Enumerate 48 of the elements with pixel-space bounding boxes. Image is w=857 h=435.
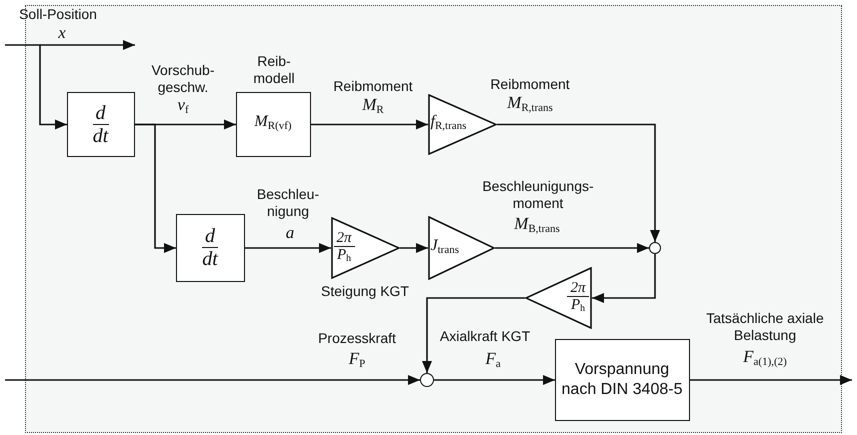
gain-triangle xyxy=(524,266,592,328)
signal-arrow xyxy=(245,243,331,253)
fraction-label: 2π P$_{h}$ xyxy=(567,280,588,316)
summing-junction xyxy=(648,242,660,254)
signal-arrow xyxy=(5,44,67,130)
signal-symbol: M$_{R,trans}$ xyxy=(506,94,554,116)
signal-symbol: F$_{a}$ xyxy=(484,350,502,372)
block-caption: Steigung KGT xyxy=(320,282,410,300)
math-label: J$_{trans}$ xyxy=(430,236,459,258)
gain-triangle xyxy=(428,94,496,154)
signal-label: Vorschub- geschw. xyxy=(150,62,216,96)
block-box xyxy=(176,214,244,282)
signal-arrow xyxy=(592,254,656,303)
signal-arrow xyxy=(400,243,428,253)
signal-arrow xyxy=(311,120,428,130)
signal-label: Reibmoment xyxy=(332,78,414,95)
fraction-label: 2π P$_{h}$ xyxy=(334,230,355,266)
block-title: Reib- modell xyxy=(252,52,296,86)
signal-arrow xyxy=(495,243,649,253)
summing-junction xyxy=(420,372,434,386)
fraction-label: d dt xyxy=(202,225,218,270)
block-box xyxy=(66,92,134,156)
signal-symbol: F$_{a(1),(2)}$ xyxy=(742,348,788,370)
signal-label: Reibmoment xyxy=(489,76,571,93)
signal-arrow xyxy=(135,124,176,253)
signal-symbol: v$_{f}$ xyxy=(176,96,190,118)
signal-label: Tatsächliche axiale Belastung xyxy=(705,310,825,344)
signal-label: Beschleu- nigung xyxy=(256,186,320,220)
signal-label: Axialkraft KGT xyxy=(438,328,532,345)
signal-symbol: M$_{B,trans}$ xyxy=(513,215,561,237)
math-label: M$_{R(vf)}$ xyxy=(254,112,292,134)
signal-arrow xyxy=(422,297,525,373)
math-label: f$_{R,trans}$ xyxy=(430,112,466,134)
block-box xyxy=(554,338,690,420)
fraction-label: d dt xyxy=(92,102,108,146)
signal-symbol: F$_{P}$ xyxy=(348,350,366,372)
gain-triangle xyxy=(428,216,494,280)
signal-arrow xyxy=(5,375,420,385)
signal-arrow xyxy=(497,124,660,242)
signal-label: Prozesskraft xyxy=(317,330,397,347)
signal-symbol: a xyxy=(284,224,296,241)
signal-symbol: x xyxy=(57,24,67,41)
signal-label: Soll-Position xyxy=(18,6,98,23)
signal-arrow xyxy=(690,375,852,385)
signal-arrow xyxy=(434,375,555,385)
signal-label: Beschleunigungs- moment xyxy=(481,178,595,212)
signal-symbol: M$_{R}$ xyxy=(361,96,385,118)
block-label: Vorspannung nach DIN 3408-5 xyxy=(560,360,684,400)
